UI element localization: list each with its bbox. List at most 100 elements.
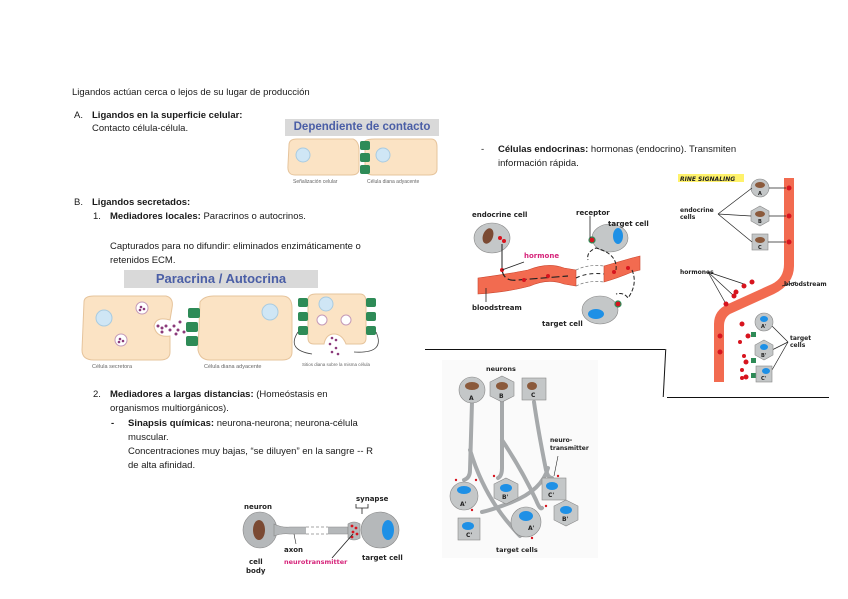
item2-title: Mediadores a largas distancias:	[110, 389, 254, 400]
label-synapse: synapse	[356, 495, 389, 503]
nucleus	[295, 147, 311, 163]
label-target-cell-bottom: target cell	[542, 320, 583, 328]
label-receptor: receptor	[576, 209, 610, 217]
bloodstream-vessel	[714, 178, 794, 382]
bullet-line: Sinapsis químicas: neurona-neurona; neur…	[128, 417, 358, 430]
target-receptors	[751, 332, 756, 378]
receptor-icon	[614, 300, 622, 308]
item2-body-2: organismos multiorgánicos).	[110, 403, 229, 414]
endocrine-title: Células endocrinas:	[498, 144, 589, 155]
axon-break	[306, 525, 328, 536]
item2-body-1: (Homeóstasis en	[256, 389, 328, 400]
endocrine-body-1: hormonas (endocrino). Transmiten	[590, 144, 737, 155]
label-hormones: hormones	[680, 269, 714, 276]
label-axon: axon	[284, 546, 303, 554]
receptor	[360, 141, 370, 150]
divider-line	[425, 349, 665, 350]
label-bloodstream: bloodstream	[472, 304, 522, 312]
target-label-a: A'	[761, 324, 767, 330]
item1-note-2: retenidos ECM.	[110, 255, 176, 266]
label-bloodstream: bloodstream	[784, 281, 827, 288]
label-endocrine: endocrine	[680, 207, 714, 214]
bloodstream-left	[477, 265, 577, 295]
neuronal-figure: neurons A B C A' B' C' C'	[442, 360, 598, 558]
cell-label-c: C	[758, 245, 762, 251]
neuron-label-b: B	[499, 393, 504, 400]
neuron-nucleus-icon	[253, 520, 265, 540]
label-neuron: neuron	[244, 503, 272, 511]
hormone-dots	[717, 185, 792, 380]
endocrine-signaling-diagram: RINE SIGNALING A B C	[678, 174, 827, 383]
target-label-a2: A'	[528, 525, 535, 532]
item2-line: Mediadores a largas distancias: (Homeóst…	[110, 388, 328, 401]
nucleus	[95, 309, 113, 327]
label-target-cell-top: target cell	[608, 220, 649, 228]
contact-caption-left: Señalización celular	[293, 179, 338, 185]
neuron-label-c: C	[531, 392, 536, 399]
bullet-marker: -	[111, 418, 115, 429]
target-label-c: C'	[761, 376, 767, 382]
target-label-a: A'	[460, 501, 467, 508]
bullet-body-1: neurona-neurona; neurona-célula	[216, 418, 358, 429]
endocrine-nucleus-icon	[482, 228, 494, 244]
contact-figure-title: Dependiente de contacto	[285, 119, 439, 136]
contact-caption-right: Célula diana adyacente	[367, 179, 419, 185]
paracrine-figure-title: Paracrina / Autocrina	[124, 270, 318, 288]
endocrine-line: Células endocrinas: hormonas (endocrino)…	[498, 143, 736, 156]
contact-figure: Dependiente de contacto Señalización cel…	[283, 117, 441, 185]
neuron-label-a: A	[469, 395, 474, 402]
target-label-c: C'	[548, 492, 554, 499]
nucleus	[318, 296, 334, 312]
target-a2	[510, 506, 542, 538]
contact-diagram: Señalización celular Célula diana adyace…	[287, 138, 438, 185]
label-neurons: neurons	[486, 365, 516, 373]
target-nucleus-icon	[613, 228, 623, 244]
neurotransmitter-vesicles	[350, 524, 359, 539]
target-nucleus-icon	[382, 520, 394, 540]
endocrine-flow-figure: endocrine cell receptor target cell horm…	[468, 204, 654, 332]
nucleus	[261, 303, 279, 321]
caption-autocrine: Sitios diana sobre la misma célula	[302, 362, 371, 367]
synapse-figure: neuron synapse axon cell body neurotrans…	[236, 490, 408, 578]
neurotransmitter-dots	[454, 474, 560, 540]
receptor	[360, 153, 370, 162]
hormone-path	[501, 269, 569, 281]
target-label-b: B'	[761, 353, 767, 359]
synapse-bracket	[355, 504, 369, 509]
section-a-marker: A.	[74, 110, 83, 121]
adjacent-target-cell	[197, 295, 293, 361]
receptor	[188, 308, 200, 318]
target-label-b: B'	[502, 494, 509, 501]
section-a-title: Ligandos en la superficie celular:	[92, 110, 243, 121]
label-body: body	[246, 567, 266, 575]
label-target-cell: target cell	[362, 554, 403, 562]
item1-title: Mediadores locales:	[110, 211, 201, 222]
label-cell: cell	[249, 558, 263, 566]
vesicle	[316, 314, 328, 326]
bullet-extra-2: de alta afinidad.	[128, 460, 196, 471]
item1-body: Paracrinos o autocrinos.	[203, 211, 306, 222]
receptor	[186, 336, 198, 346]
bullet-body-2: muscular.	[128, 432, 169, 443]
label-target: target	[790, 335, 811, 342]
signaling-header-bg	[678, 174, 744, 182]
label-target-cells: target cells	[496, 546, 538, 554]
label-target-cells: cells	[790, 342, 806, 349]
section-a-body: Contacto célula-célula.	[92, 123, 189, 134]
receptor	[360, 165, 370, 174]
cell-label-b: B	[758, 219, 762, 225]
caption-secretory: Célula secretora	[92, 364, 133, 370]
vesicle	[135, 301, 149, 315]
paracrine-figure: Paracrina / Autocrina Célula secretora C…	[70, 268, 402, 372]
autocrine-arrow	[293, 331, 313, 355]
cell-label-a: A	[758, 191, 762, 197]
endocrine-marker: -	[481, 144, 485, 155]
paracrine-diagram: Célula secretora Célula diana adyacente …	[81, 293, 379, 370]
section-b-marker: B.	[74, 197, 83, 208]
receptor-icon	[588, 236, 596, 244]
label-cells: cells	[680, 214, 696, 221]
vesicle	[340, 314, 352, 326]
synapse-diagram: neuron synapse axon cell body neurotrans…	[242, 495, 403, 575]
autocrine-arrow	[353, 331, 379, 353]
target-label-b2: B'	[562, 516, 569, 523]
